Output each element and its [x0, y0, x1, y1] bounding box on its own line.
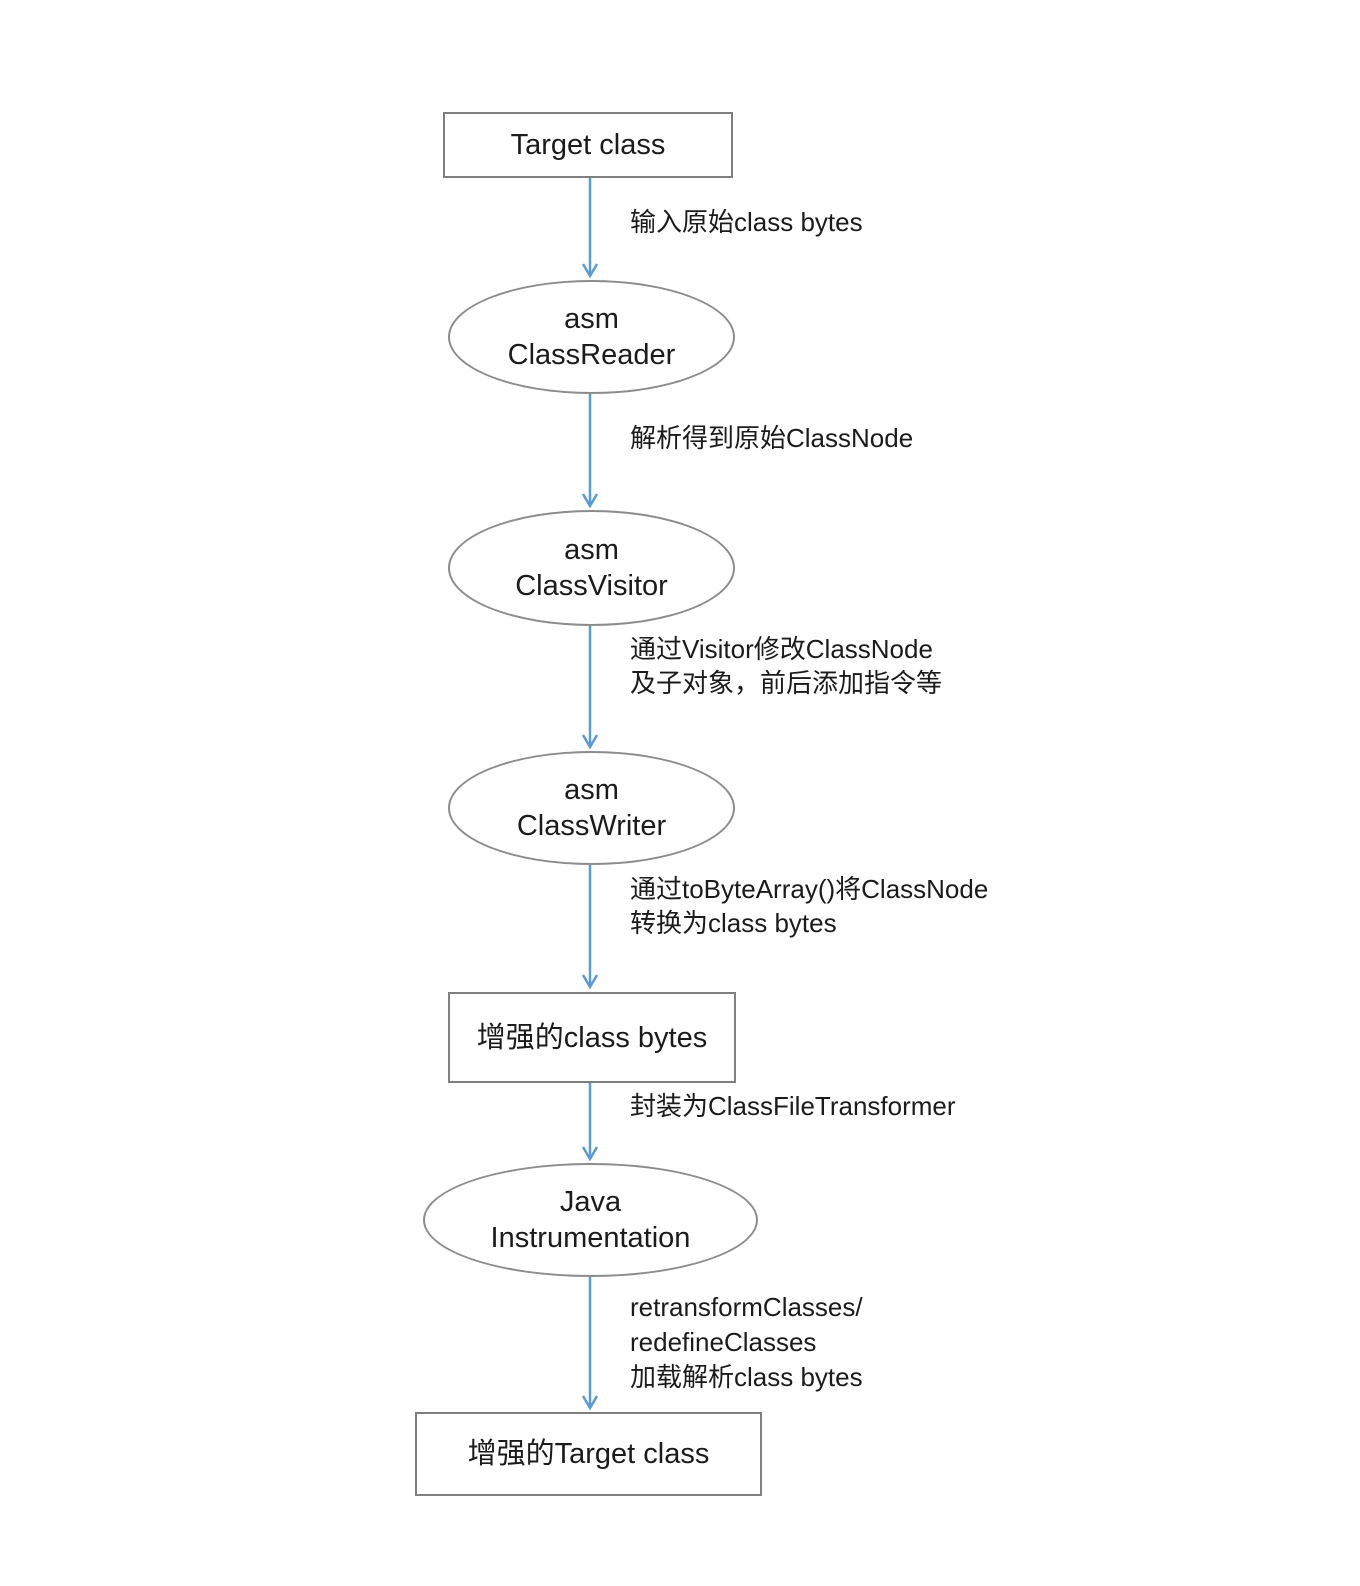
edge-label-line: 转换为class bytes — [630, 908, 837, 938]
node-label: 增强的Target class — [467, 1438, 710, 1470]
node-enhanced-class-bytes: 增强的class bytes — [448, 992, 736, 1083]
edge-label-line: 输入原始class bytes — [630, 207, 863, 237]
edge-label-wrap-transformer: 封装为ClassFileTransformer — [630, 1089, 956, 1123]
node-asm-classvisitor: asm ClassVisitor — [448, 510, 735, 626]
node-label-line: ClassWriter — [516, 810, 667, 842]
node-label-line: asm — [564, 303, 619, 335]
node-label-line: Java — [559, 1186, 622, 1218]
node-label: Target class — [510, 129, 666, 161]
node-label-line: ClassVisitor — [515, 570, 668, 602]
edge-label-line: 及子对象，前后添加指令等 — [630, 668, 943, 698]
node-enhanced-target-class: 增强的Target class — [415, 1412, 762, 1496]
node-label-line: ClassReader — [507, 339, 676, 371]
edge-label-line: redefineClasses — [630, 1327, 817, 1357]
edge-label-line: 通过toByteArray()将ClassNode — [630, 874, 989, 904]
edge-label-retransform: retransformClasses/ redefineClasses 加载解析… — [630, 1290, 863, 1395]
arrow-down-icon — [581, 865, 599, 989]
node-java-instrumentation: Java Instrumentation — [423, 1163, 758, 1277]
node-target-class: Target class — [443, 112, 733, 178]
arrow-down-icon — [581, 394, 599, 508]
edge-label-line: 通过Visitor修改ClassNode — [630, 634, 933, 664]
node-label: 增强的class bytes — [476, 1021, 708, 1054]
arrow-down-icon — [581, 1083, 599, 1161]
node-label-line: asm — [564, 534, 619, 566]
edge-label-input-bytes: 输入原始class bytes — [630, 205, 863, 239]
edge-label-line: 解析得到原始ClassNode — [630, 423, 914, 453]
edge-label-line: retransformClasses/ — [630, 1292, 863, 1322]
arrow-down-icon — [581, 626, 599, 749]
arrow-down-icon — [581, 178, 599, 278]
node-label-line: asm — [564, 774, 619, 806]
edge-label-parse-classnode: 解析得到原始ClassNode — [630, 421, 913, 455]
edge-label-to-byte-array: 通过toByteArray()将ClassNode 转换为class bytes — [630, 872, 988, 940]
node-asm-classreader: asm ClassReader — [448, 280, 735, 394]
node-label-line: Instrumentation — [490, 1222, 691, 1254]
edge-label-line: 封装为ClassFileTransformer — [630, 1091, 956, 1121]
arrow-down-icon — [581, 1277, 599, 1410]
edge-label-line: 加载解析class bytes — [630, 1362, 863, 1392]
node-asm-classwriter: asm ClassWriter — [448, 751, 735, 865]
edge-label-visitor-modify: 通过Visitor修改ClassNode 及子对象，前后添加指令等 — [630, 632, 942, 700]
